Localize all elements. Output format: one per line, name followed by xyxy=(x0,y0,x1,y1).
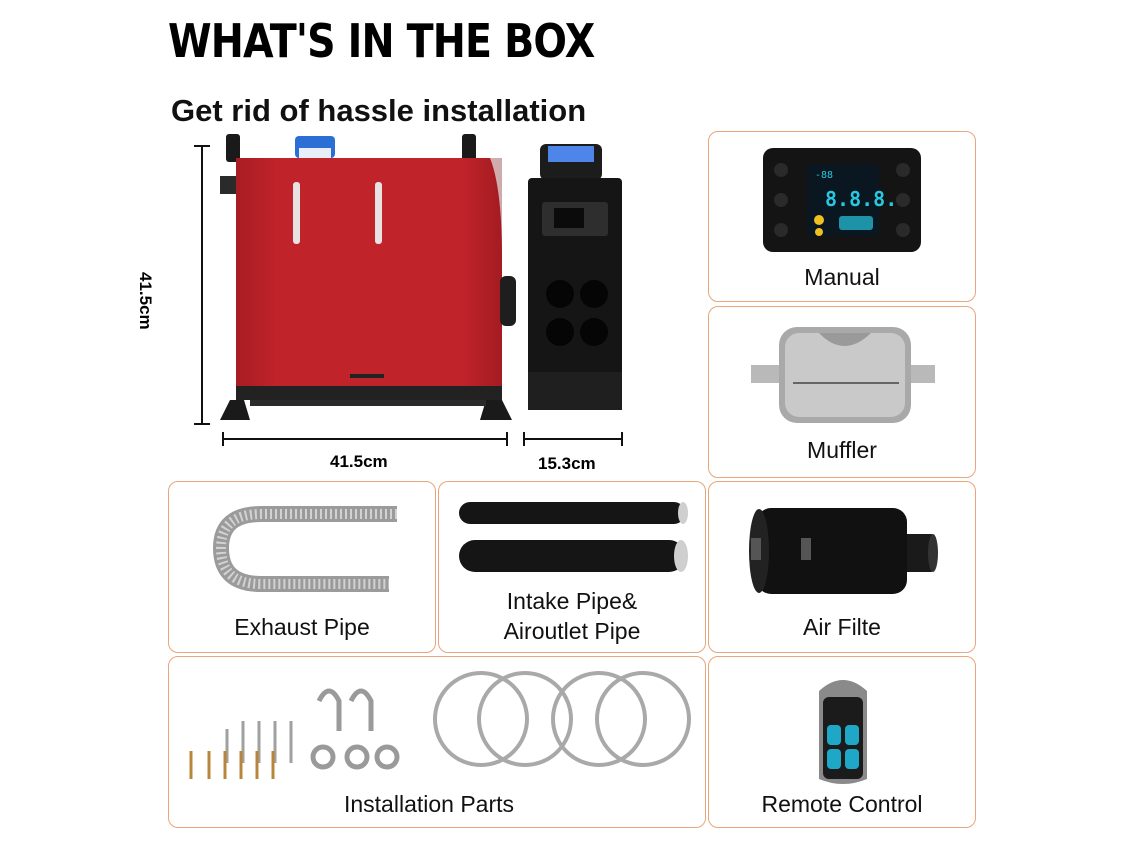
height-dimension-label: 41.5cm xyxy=(136,272,155,330)
exhaust-pipe-label: Exhaust Pipe xyxy=(234,614,370,640)
remote-control-label: Remote Control xyxy=(761,791,923,817)
muffler-card: Muffler xyxy=(708,306,976,478)
manual-label: Manual xyxy=(804,264,880,290)
depth-dimension-label: 15.3cm xyxy=(538,454,596,473)
muffler-image xyxy=(751,327,935,423)
heater-illustration xyxy=(194,134,623,446)
installation-parts-card: Installation Parts xyxy=(168,656,706,828)
installation-parts-image xyxy=(189,671,691,779)
remote-control-image xyxy=(819,680,867,784)
manual-card: -88 8.8.8. Manual xyxy=(708,131,976,302)
remote-control-card: Remote Control xyxy=(708,656,976,828)
air-filter-image xyxy=(749,508,938,594)
width-dimension-label: 41.5cm xyxy=(330,452,388,471)
controller-image: -88 8.8.8. xyxy=(763,148,921,252)
page-title: WHAT'S IN THE BOX xyxy=(168,14,595,68)
controller-main-readout: 8.8.8. xyxy=(825,187,897,211)
installation-parts-label: Installation Parts xyxy=(343,791,515,817)
exhaust-pipe-card: Exhaust Pipe xyxy=(168,481,436,653)
air-filter-card: Air Filte xyxy=(708,481,976,653)
controller-top-readout: -88 xyxy=(815,170,833,181)
intake-pipe-label-line2: Airoutlet Pipe xyxy=(503,618,641,644)
muffler-label: Muffler xyxy=(807,437,877,463)
page-subtitle: Get rid of hassle installation xyxy=(171,93,587,128)
intake-pipe-card: Intake Pipe& Airoutlet Pipe xyxy=(438,481,706,653)
exhaust-pipe-image xyxy=(212,506,397,592)
intake-pipe-image xyxy=(459,502,688,572)
air-filter-label: Air Filte xyxy=(803,614,881,640)
intake-pipe-label-line1: Intake Pipe& xyxy=(506,588,638,614)
